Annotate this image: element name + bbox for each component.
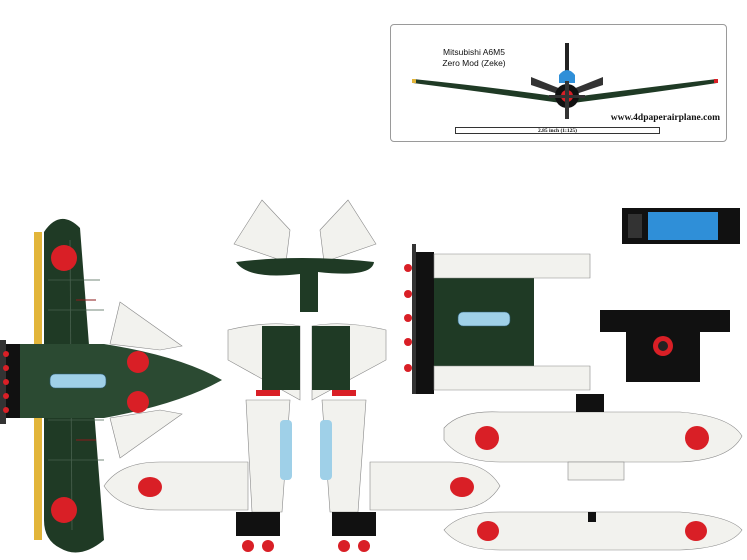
fuselage-block-part — [404, 244, 591, 394]
website-url: www.4dpaperairplane.com — [610, 113, 720, 123]
fuselage-side-right — [311, 323, 387, 552]
model-name: Mitsubishi A6M5 — [443, 47, 505, 57]
scale-label: 2.85 inch (1:125) — [538, 128, 577, 134]
wing-lower-part-1 — [443, 394, 743, 481]
tailplane-part — [233, 199, 377, 312]
cockpit-interior-part — [622, 208, 740, 244]
engine-cowling-part — [600, 310, 730, 382]
model-title: Mitsubishi A6M5 Zero Mod (Zeke) — [429, 47, 519, 69]
fuselage-top-view — [0, 218, 222, 553]
wing-underside-right — [369, 461, 501, 511]
wing-lower-part-2 — [443, 511, 743, 551]
title-card: Mitsubishi A6M5 Zero Mod (Zeke) www.4dpa… — [390, 24, 727, 142]
scale-bar: 2.85 inch (1:125) — [455, 127, 660, 134]
model-variant: Zero Mod (Zeke) — [442, 58, 506, 68]
wing-underside-left — [103, 461, 249, 511]
front-view-preview — [412, 43, 718, 119]
fuselage-side-left — [227, 323, 301, 552]
